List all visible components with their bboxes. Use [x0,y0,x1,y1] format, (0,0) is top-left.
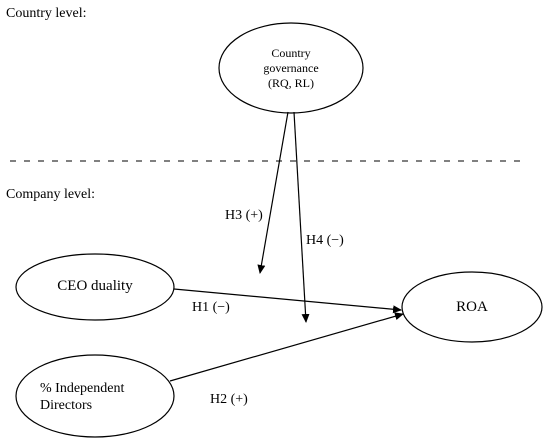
h1-arrow [173,288,402,314]
country-level-label: Country level: [6,6,87,21]
independent-directors-line-1: % Independent [40,381,125,396]
country-governance-line-2: governance [263,61,319,75]
h3-label: H3 (+) [225,208,263,223]
country-governance-line-3: (RQ, RL) [268,76,314,90]
country-governance-text: Country governance (RQ, RL) [219,46,363,91]
country-governance-node [218,22,364,114]
ceo-duality-text: CEO duality [57,278,133,294]
h4-label: H4 (−) [306,233,344,248]
roa-text: ROA [456,299,488,315]
company-level-label: Company level: [6,187,96,202]
independent-directors-line-2: Directors [40,398,93,413]
h2-label: H2 (+) [210,392,248,407]
country-governance-line-1: Country [271,46,311,60]
h3-arrow [257,111,289,274]
h2-arrow [169,312,404,382]
independent-directors-text: % Independent Directors [40,380,160,414]
h4-arrow [293,111,310,323]
roa-node [401,271,543,343]
ceo-duality-node [15,253,175,321]
h1-label: H1 (−) [192,300,230,315]
independent-directors-node [15,354,175,438]
